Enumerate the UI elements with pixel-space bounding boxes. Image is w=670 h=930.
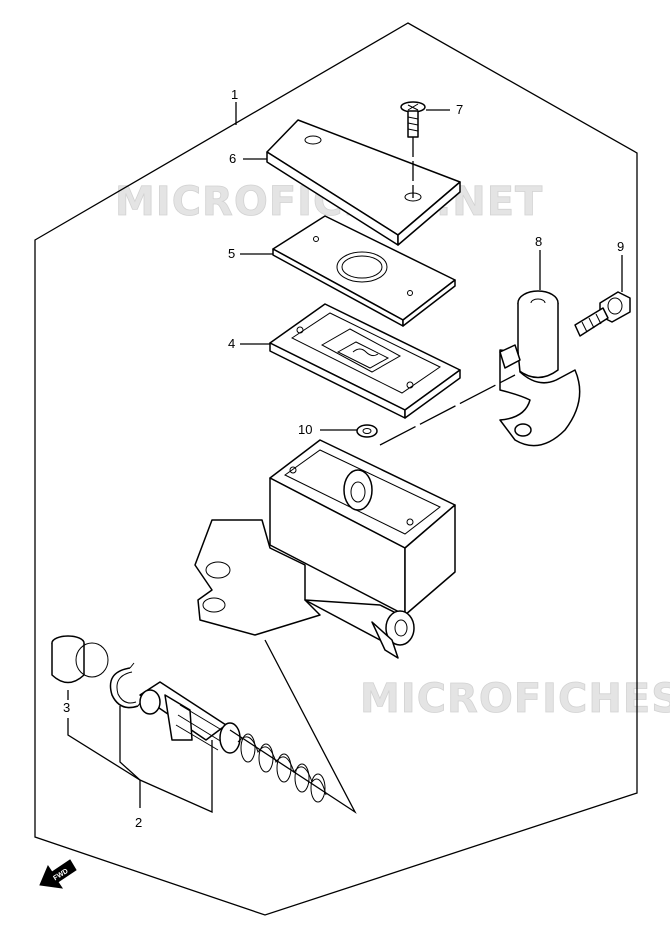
callout-7: 7 bbox=[456, 102, 463, 117]
clamp-holder bbox=[499, 290, 581, 447]
clamp-bolt bbox=[574, 291, 631, 337]
callout-6: 6 bbox=[229, 151, 236, 166]
callout-2: 2 bbox=[135, 815, 142, 830]
washer bbox=[356, 424, 378, 438]
diaphragm bbox=[269, 303, 461, 419]
cap-screw bbox=[400, 101, 426, 138]
bolt-axis-line bbox=[379, 374, 516, 446]
callout-3: 3 bbox=[63, 700, 70, 715]
fwd-arrow-icon: FWD bbox=[39, 859, 77, 889]
assembly-indicator-line bbox=[229, 639, 357, 814]
reservoir-cap bbox=[266, 119, 461, 246]
callout-5: 5 bbox=[228, 246, 235, 261]
callout-1: 1 bbox=[231, 87, 238, 102]
callout-9: 9 bbox=[617, 239, 624, 254]
master-cylinder-body bbox=[194, 439, 456, 659]
piston-boot bbox=[51, 635, 109, 684]
piston-assembly bbox=[139, 681, 241, 754]
callout-4: 4 bbox=[228, 336, 235, 351]
circlip bbox=[109, 662, 143, 709]
callout-8: 8 bbox=[535, 234, 542, 249]
diaphragm-plate bbox=[272, 215, 456, 327]
assembly-outline bbox=[34, 22, 638, 916]
leader-2b bbox=[119, 706, 141, 808]
watermark-bottom: MICROFICHES.NET bbox=[360, 676, 670, 722]
return-spring bbox=[237, 733, 327, 803]
callout-10: 10 bbox=[298, 422, 312, 437]
